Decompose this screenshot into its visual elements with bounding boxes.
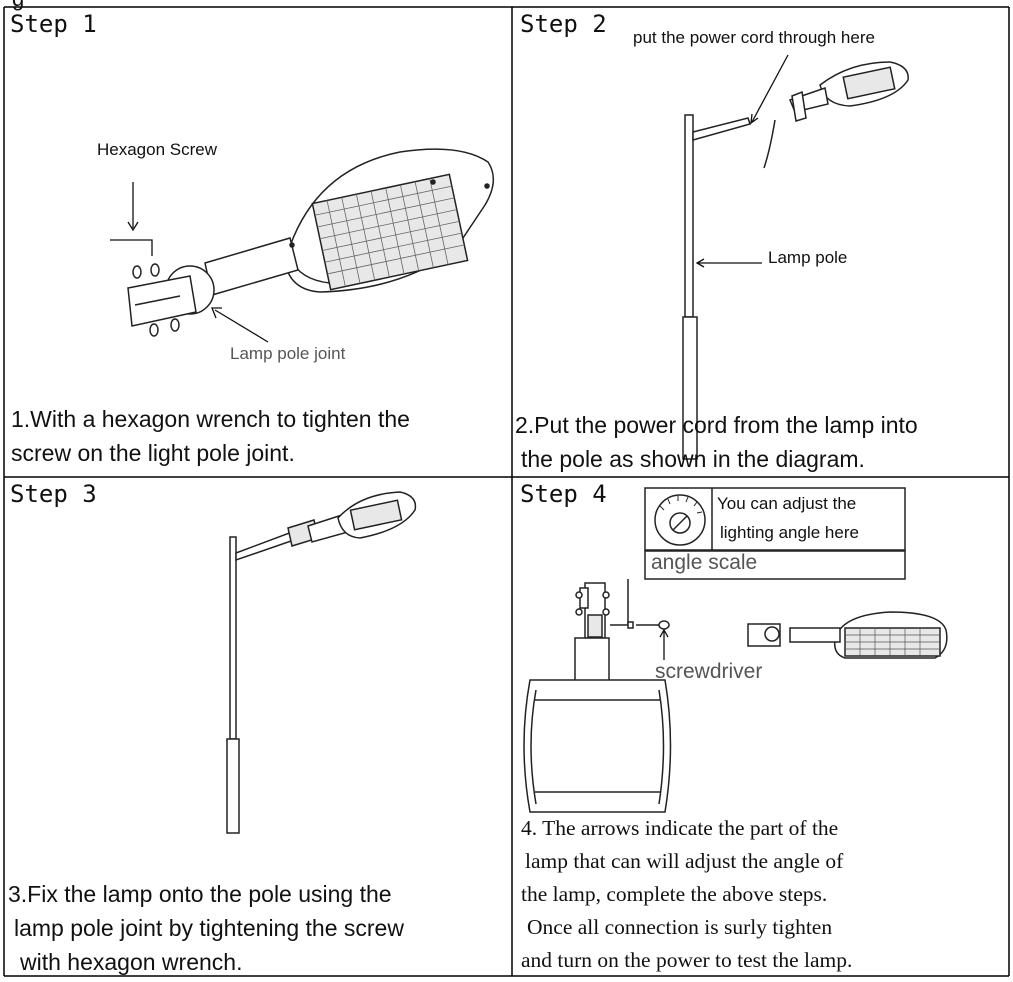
screwdriver-label: screwdriver xyxy=(655,660,763,683)
angle-scale-label: angle scale xyxy=(651,551,758,574)
hexagon-screw-label: Hexagon Screw xyxy=(97,140,218,159)
caption-line: 3.Fix the lamp onto the pole using the xyxy=(8,881,392,907)
lamp-pole-joint-label: Lamp pole joint xyxy=(230,344,346,363)
caption-line: 2.Put the power cord from the lamp into xyxy=(515,412,918,438)
adjust-callout-line-2: lighting angle here xyxy=(720,523,859,542)
caption-line: lamp pole joint by tightening the screw xyxy=(14,915,404,941)
adjust-callout-line-1: You can adjust the xyxy=(717,494,857,513)
caption-line: the lamp, complete the above steps. xyxy=(521,882,828,906)
caption-line: and turn on the power to test the lamp. xyxy=(521,948,853,972)
caption-line: with hexagon wrench. xyxy=(20,949,243,975)
step-4-label: Step 4 xyxy=(520,480,607,508)
caption-line: the pole as shown in the diagram. xyxy=(521,446,865,472)
caption-line: lamp that can will adjust the angle of xyxy=(525,849,844,873)
caption-line: screw on the light pole joint. xyxy=(11,440,295,466)
step-2-caption: 2.Put the power cord from the lamp into … xyxy=(515,408,918,476)
cord-entry-label: put the power cord through here xyxy=(633,28,875,47)
step-1-label: Step 1 xyxy=(10,10,97,38)
step-1-caption: 1.With a hexagon wrench to tighten the s… xyxy=(11,402,410,470)
caption-line: 1.With a hexagon wrench to tighten the xyxy=(11,406,410,432)
step-4-caption: 4. The arrows indicate the part of the l… xyxy=(521,812,852,977)
caption-line: Once all connection is surly tighten xyxy=(527,915,833,939)
step-3-label: Step 3 xyxy=(10,480,97,508)
caption-line: 4. The arrows indicate the part of the xyxy=(521,816,839,840)
step-2-label: Step 2 xyxy=(520,10,607,38)
cropped-title-fragment: g xyxy=(12,0,24,12)
step-3-caption: 3.Fix the lamp onto the pole using the l… xyxy=(8,877,404,979)
lamp-pole-label: Lamp pole xyxy=(768,248,848,267)
